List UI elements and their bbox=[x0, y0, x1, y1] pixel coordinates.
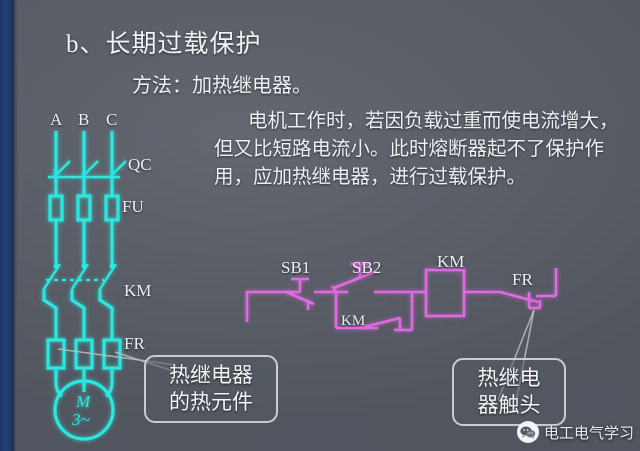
callout-relay-contact: 热继电 器触头 bbox=[452, 358, 566, 426]
motor-phase-label: 3~ bbox=[72, 410, 90, 429]
qc-label: QC bbox=[128, 155, 152, 174]
wechat-icon bbox=[516, 421, 539, 443]
left-accent-stripe bbox=[0, 0, 14, 451]
sb1-label: SB1 bbox=[281, 258, 311, 277]
method-line: 方法：加热继电器。 bbox=[132, 75, 312, 97]
callout-relay-contact-text: 热继电 器触头 bbox=[477, 366, 541, 417]
watermark-text: 电工电气学习 bbox=[543, 424, 634, 442]
phase-label-b: B bbox=[78, 110, 90, 129]
fr-contact-label: FR bbox=[512, 270, 533, 289]
control-circuit-group bbox=[245, 262, 558, 332]
sb2-label: SB2 bbox=[352, 258, 382, 277]
page-title: b、长期过载保护 bbox=[66, 31, 262, 58]
callout-heating-element-text: 热继电器 的热元件 bbox=[169, 363, 253, 414]
left-stripe-edge bbox=[14, 0, 18, 451]
km-coil-label: KM bbox=[437, 252, 465, 271]
phase-label-c: C bbox=[106, 110, 118, 129]
power-circuit-group bbox=[42, 131, 127, 441]
watermark: 电工电气学习 bbox=[516, 421, 634, 443]
km-holding-label: KM bbox=[341, 313, 366, 329]
fu-label: FU bbox=[122, 197, 144, 216]
callout-heating-element: 热继电器 的热元件 bbox=[144, 355, 278, 423]
fr-element-label: FR bbox=[124, 334, 145, 353]
phase-label-a: A bbox=[50, 110, 63, 129]
motor-symbol: M bbox=[76, 392, 91, 411]
km-main-label: KM bbox=[124, 281, 152, 300]
body-paragraph: 电机工作时，若因负载过重而使电流增大，但又比短路电流小。此时熔断器起不了保护作用… bbox=[214, 111, 619, 188]
